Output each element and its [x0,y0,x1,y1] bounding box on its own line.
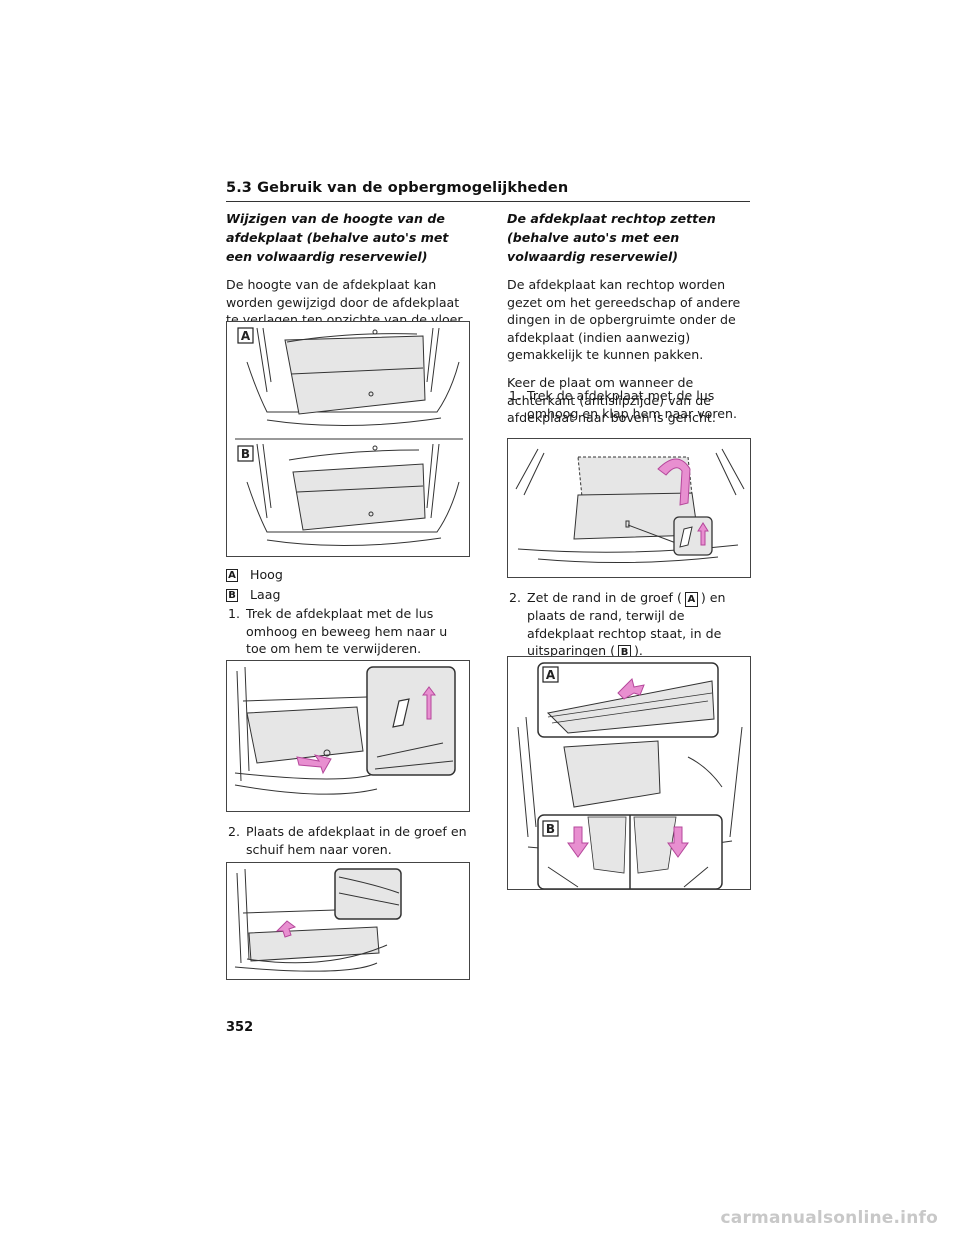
detail-inset-3 [673,516,713,556]
flip-cover-illustration [515,448,745,564]
upright-label-b-box [542,820,559,837]
upright-label-a: A [546,668,556,682]
watermark: carmanualsonline.info [720,1208,938,1228]
cover-height-illustration: A B [235,327,463,547]
right-column: De afdekplaat rechtop zetten (behalve au… [507,209,751,427]
loop-icon [392,698,410,728]
figure-label-a: A [241,329,251,343]
left-step-2: 2. Plaats de afdekplaat in de groef en s… [228,823,470,858]
right-step-2-text-pre: Zet de rand in de groef ( [527,590,682,605]
insert-cover-illustration [234,868,402,972]
right-step-2: 2. Zet de rand in de groef (A) en plaats… [509,589,753,661]
detail-inset-2 [334,868,402,920]
legend-item-high: A Hoog [226,567,283,585]
right-step-2-text-mid: ) en plaats de rand, terwijl de afdekpla… [527,590,726,659]
detail-inset [366,666,456,776]
left-step-1-text: Trek de afdekplaat met de lus omhoog en … [246,606,448,657]
right-step-2-number: 2. [509,590,522,605]
left-step-2-number: 2. [228,824,241,839]
figure-flip-cover [507,438,751,578]
figure-upright-cover: A B [507,656,751,890]
legend-text-high: Hoog [250,567,283,582]
figure-remove-cover [226,660,470,812]
right-paragraph-1: De afdekplaat kan rechtop worden gezet o… [507,277,741,363]
legend-text-low: Laag [250,587,281,602]
figure-label-a-box [237,327,254,344]
upright-label-a-box [542,666,559,683]
loop-icon-2 [679,526,693,548]
flip-arrow-icon [657,458,691,506]
right-step-1: 1. Trek de afdekplaat met de lus omhoog … [509,387,751,422]
up-arrow-icon-2 [697,522,709,546]
left-step-1-number: 1. [228,606,241,621]
legend-badge-b: B [226,589,238,602]
right-step-2-text: Zet de rand in de groef (A) en plaats de… [509,589,753,661]
section-title: 5.3 Gebruik van de opbergmogelijkheden [226,180,569,196]
right-step-1-number: 1. [509,388,522,403]
figure-cover-height: A B [226,321,470,557]
section-header: 5.3 Gebruik van de opbergmogelijkheden [226,178,750,202]
figure-label-b: B [241,447,250,461]
right-step-1-text: Trek de afdekplaat met de lus omhoog en … [527,388,737,421]
figure-label-b-box [237,445,254,462]
figure-insert-cover [226,862,470,980]
right-step-2-text-post: ). [634,643,643,659]
right-paragraph-2: Keer de plaat om wanneer de achterkant (… [507,374,716,426]
pull-arrow-icon [296,754,332,775]
right-subheading: De afdekplaat rechtop zetten (behalve au… [507,211,716,264]
groove-arrow-icon [617,678,645,700]
down-arrow-icon-right [667,826,689,858]
inline-badge-a: A [684,592,698,607]
left-column: Wijzigen van de hoogte van de afdekplaat… [226,209,470,329]
remove-cover-illustration [234,666,456,795]
legend-item-low: B Laag [226,587,280,605]
left-step-2-text: Plaats de afdekplaat in de groef en schu… [246,824,467,857]
down-arrow-icon-left [567,826,589,858]
left-step-1: 1. Trek de afdekplaat met de lus omhoog … [228,605,470,658]
upright-label-b: B [546,822,555,836]
page-number: 352 [226,1020,254,1035]
left-subheading: Wijzigen van de hoogte van de afdekplaat… [226,211,449,264]
legend-badge-a: A [226,569,238,582]
slide-arrow-icon [275,920,297,938]
up-arrow-icon [422,686,436,720]
upright-cover-illustration: A B [517,662,743,889]
